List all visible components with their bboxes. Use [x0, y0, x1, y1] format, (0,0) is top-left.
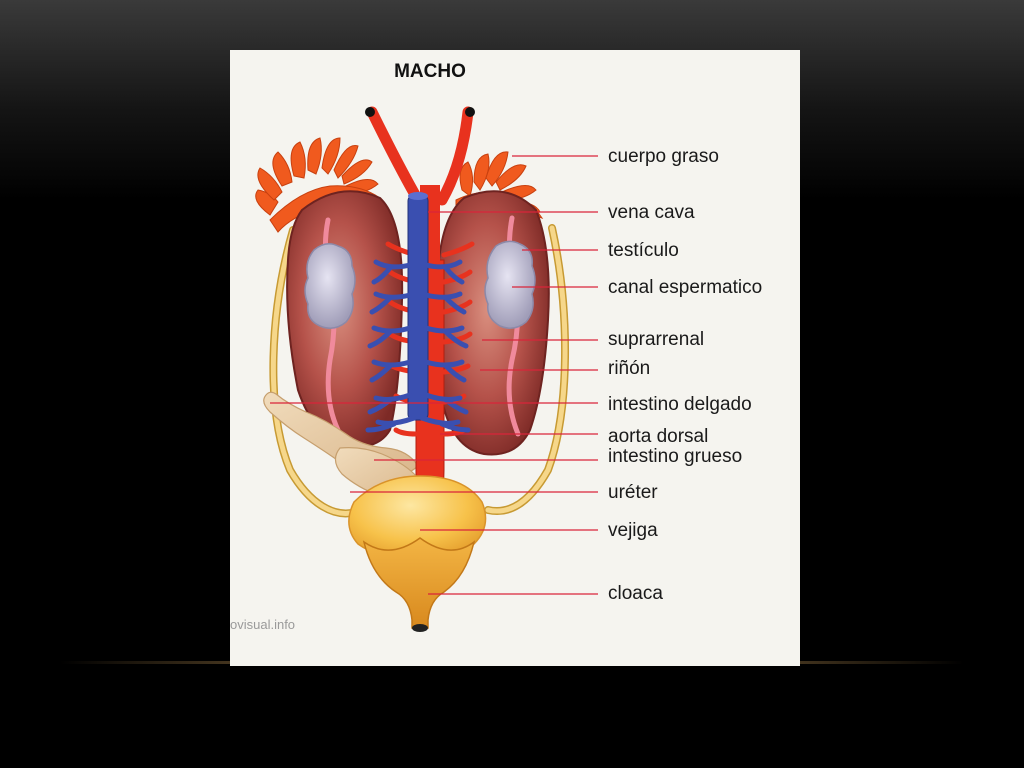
label-vena-cava: vena cava — [608, 202, 695, 223]
testis-left — [304, 243, 356, 329]
label-aorta-dorsal: aorta dorsal — [608, 426, 708, 447]
label-cloaca: cloaca — [608, 583, 663, 604]
testis-right — [484, 240, 536, 329]
labels: cuerpo graso vena cava testículo canal e… — [608, 146, 762, 604]
ureters — [269, 224, 569, 518]
vena-cava — [365, 192, 471, 433]
label-intestino-grueso: intestino grueso — [608, 446, 742, 467]
diagram-card: MACHO — [230, 50, 800, 666]
diagram-title: MACHO — [394, 61, 466, 82]
cloaca-shape — [362, 537, 476, 629]
label-vejiga: vejiga — [608, 520, 658, 541]
label-ureter: uréter — [608, 482, 658, 503]
anatomy-diagram: MACHO — [230, 61, 762, 632]
leader-lines — [270, 155, 598, 595]
kidney-right — [435, 190, 550, 456]
label-suprarrenal: suprarrenal — [608, 329, 704, 350]
watermark: ovisual.info — [230, 617, 295, 632]
label-intestino-delgado: intestino delgado — [608, 394, 752, 415]
label-rinon: riñón — [608, 358, 650, 379]
label-canal-espermatico: canal espermatico — [608, 277, 762, 298]
label-testiculo: testículo — [608, 240, 679, 261]
label-cuerpo-graso: cuerpo graso — [608, 146, 719, 167]
